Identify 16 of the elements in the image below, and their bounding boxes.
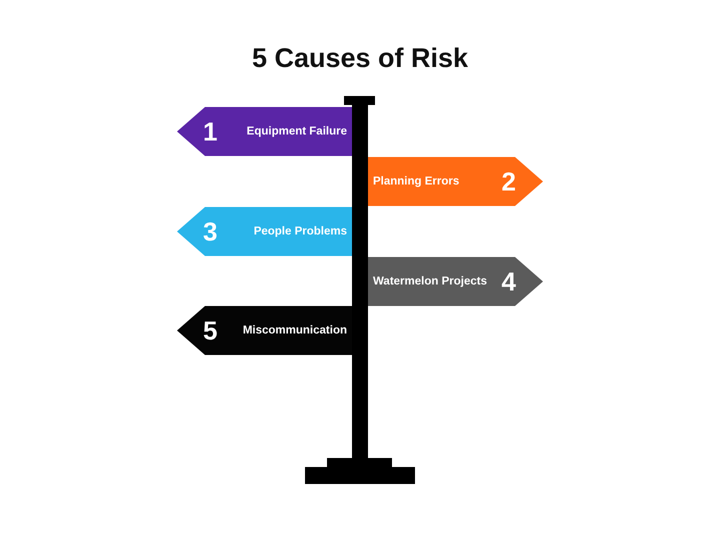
sign-number: 4 xyxy=(502,267,516,296)
sign-label: People Problems xyxy=(254,225,347,238)
signpost-arrow-sign xyxy=(177,306,352,355)
sign-label: Equipment Failure xyxy=(246,125,347,138)
signpost-arrow-sign xyxy=(177,107,352,156)
signpost-arrow-sign xyxy=(177,207,352,256)
sign-label: Miscommunication xyxy=(242,324,347,337)
sign-number: 5 xyxy=(203,316,218,345)
sign-label: Watermelon Projects xyxy=(373,275,487,288)
sign-number: 3 xyxy=(203,217,218,246)
title: 5 Causes of Risk xyxy=(250,42,470,75)
sign-number: 2 xyxy=(502,167,516,196)
signpost-arrow-sign xyxy=(368,157,543,206)
sign-number: 1 xyxy=(203,117,218,146)
signpost-arrow-sign xyxy=(368,257,543,306)
sign-label: Planning Errors xyxy=(373,175,460,188)
